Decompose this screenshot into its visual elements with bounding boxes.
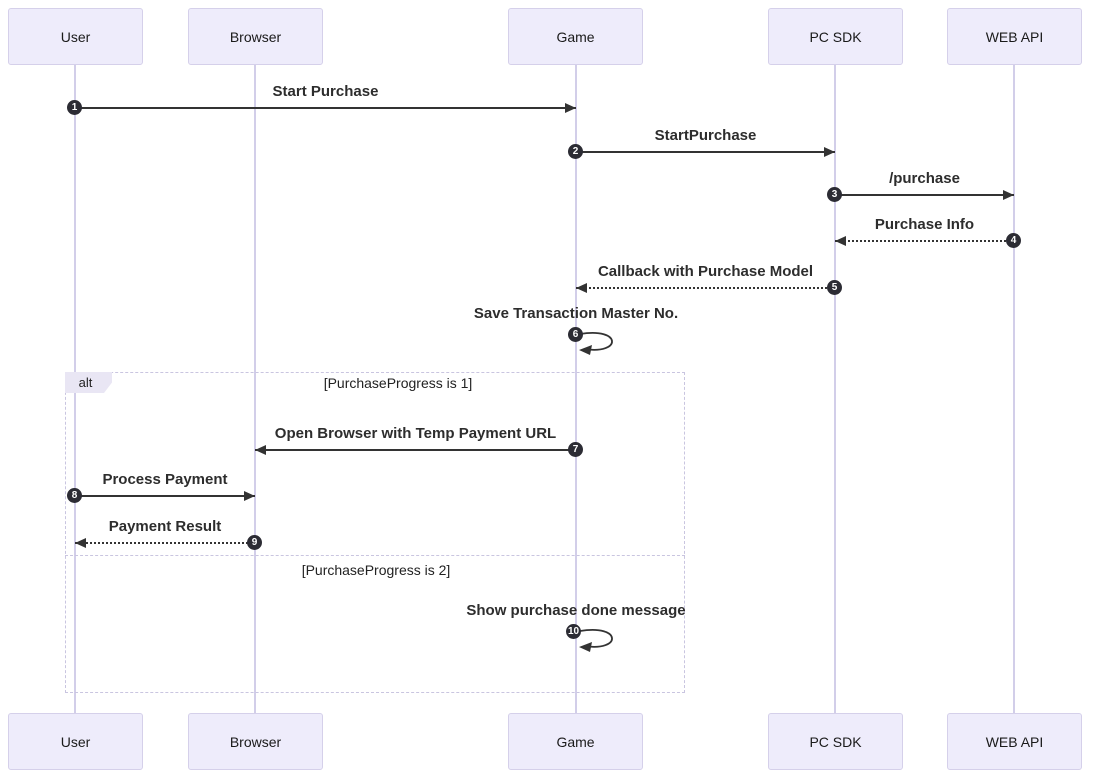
arrowhead-9 xyxy=(75,538,86,548)
message-label-5: Callback with Purchase Model xyxy=(597,263,814,280)
arrowhead-3 xyxy=(1003,190,1014,200)
actor-user-top: User xyxy=(8,8,143,65)
arrowhead-4 xyxy=(835,236,846,246)
message-label-6: Save Transaction Master No. xyxy=(473,305,679,322)
message-line-8 xyxy=(75,495,255,497)
actor-browser-bottom: Browser xyxy=(188,713,323,770)
self-loop-6 xyxy=(579,332,613,355)
alt-condition-1: [PurchaseProgress is 1] xyxy=(323,375,473,391)
arrowhead-1 xyxy=(565,103,576,113)
lifeline-web-api xyxy=(1013,65,1015,713)
message-label-9: Payment Result xyxy=(108,518,222,535)
message-label-2: StartPurchase xyxy=(654,127,757,144)
alt-label-tab: alt xyxy=(65,372,112,393)
actor-pc-sdk-top: PC SDK xyxy=(768,8,903,65)
actor-game-bottom: Game xyxy=(508,713,643,770)
message-badge-10: 10 xyxy=(566,624,582,639)
message-label-7: Open Browser with Temp Payment URL xyxy=(274,425,557,442)
alt-frame xyxy=(65,372,685,693)
message-line-9 xyxy=(75,542,255,544)
alt-divider xyxy=(65,555,685,556)
message-label-4: Purchase Info xyxy=(874,216,975,233)
arrowhead-5 xyxy=(576,283,587,293)
message-line-7 xyxy=(255,449,576,451)
actor-pc-sdk-bottom: PC SDK xyxy=(768,713,903,770)
actor-web-api-top: WEB API xyxy=(947,8,1082,65)
self-loop-10 xyxy=(579,629,613,652)
message-badge-4: 4 xyxy=(1006,233,1021,248)
message-badge-3: 3 xyxy=(827,187,842,202)
message-badge-6: 6 xyxy=(568,327,583,342)
message-badge-9: 9 xyxy=(247,535,262,550)
message-badge-7: 7 xyxy=(568,442,583,457)
message-label-3: /purchase xyxy=(889,170,960,187)
actor-browser-top: Browser xyxy=(188,8,323,65)
message-badge-1: 1 xyxy=(67,100,82,115)
message-line-5 xyxy=(576,287,835,289)
lifeline-pc-sdk xyxy=(834,65,836,713)
lifeline-browser xyxy=(254,65,256,713)
message-label-1: Start Purchase xyxy=(272,83,379,100)
message-label-10: Show purchase done message xyxy=(466,602,686,619)
arrowhead-7 xyxy=(255,445,266,455)
actor-game-top: Game xyxy=(508,8,643,65)
message-badge-5: 5 xyxy=(827,280,842,295)
message-line-4 xyxy=(835,240,1014,242)
message-badge-2: 2 xyxy=(568,144,583,159)
actor-web-api-bottom: WEB API xyxy=(947,713,1082,770)
arrowhead-2 xyxy=(824,147,835,157)
message-line-1 xyxy=(75,107,576,109)
actor-user-bottom: User xyxy=(8,713,143,770)
message-label-8: Process Payment xyxy=(102,471,228,488)
message-line-2 xyxy=(576,151,835,153)
arrowhead-8 xyxy=(244,491,255,501)
lifeline-game xyxy=(575,65,577,713)
alt-condition-2: [PurchaseProgress is 2] xyxy=(301,562,451,578)
message-line-3 xyxy=(835,194,1014,196)
message-badge-8: 8 xyxy=(67,488,82,503)
